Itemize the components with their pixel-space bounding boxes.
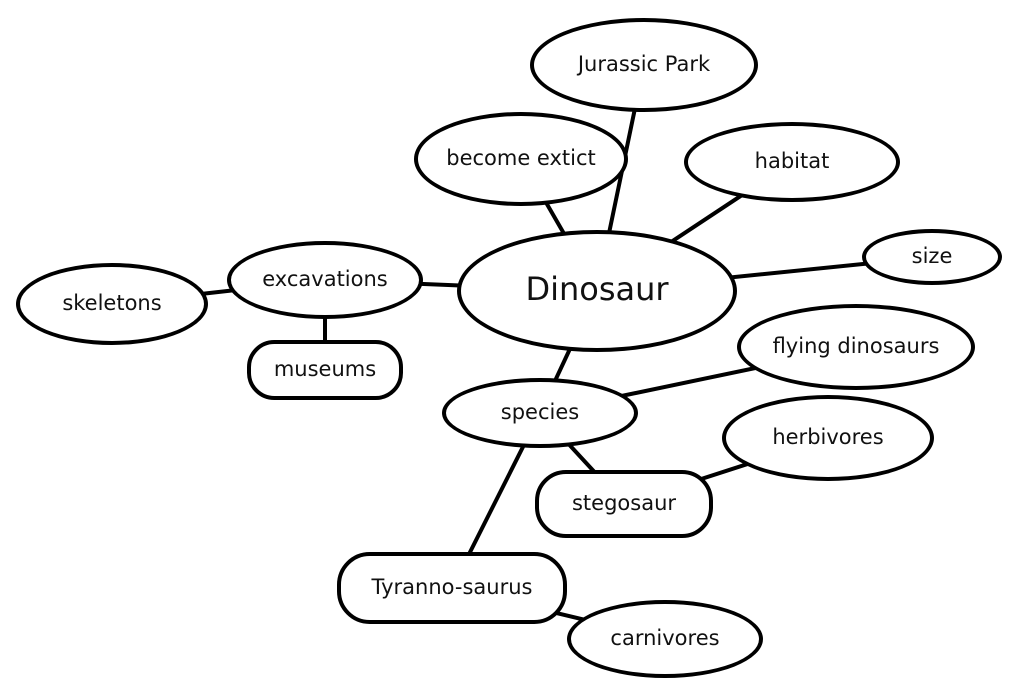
node-stegosaur: stegosaur (535, 470, 713, 538)
node-herbivores: herbivores (722, 395, 934, 481)
node-label: carnivores (610, 625, 720, 650)
node-label: Dinosaur (525, 270, 669, 309)
node-label: become extict (446, 145, 596, 170)
node-label: size (911, 243, 953, 268)
node-label: Jurassic Park (577, 51, 711, 76)
node-habitat: habitat (684, 122, 900, 202)
node-label: stegosaur (571, 490, 677, 515)
node-species: species (442, 378, 638, 448)
node-label: Tyranno-saurus (371, 574, 533, 599)
node-flying-dinosaurs: flying dinosaurs (737, 304, 975, 390)
node-excavations: excavations (227, 241, 423, 319)
node-label: species (500, 399, 580, 424)
node-carnivores: carnivores (567, 600, 763, 678)
node-label: habitat (754, 148, 830, 173)
node-dinosaur: Dinosaur (457, 230, 737, 352)
node-skeletons: skeletons (16, 263, 208, 345)
node-label: museums (273, 356, 377, 381)
node-label: excavations (262, 266, 388, 291)
node-tyranno-saurus: Tyranno-saurus (337, 552, 567, 624)
node-jurassic-park: Jurassic Park (530, 18, 758, 112)
node-museums: museums (247, 340, 403, 400)
node-label: skeletons (62, 290, 162, 315)
node-become-extict: become extict (414, 112, 628, 206)
node-label: flying dinosaurs (772, 333, 940, 358)
node-label: herbivores (772, 424, 884, 449)
node-size: size (862, 229, 1002, 285)
